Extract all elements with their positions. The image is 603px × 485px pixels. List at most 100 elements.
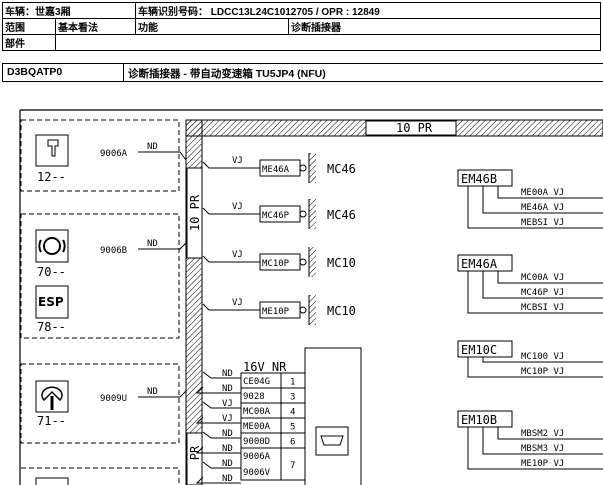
wire (195, 476, 241, 484)
splice-box (457, 410, 513, 428)
wire (202, 207, 260, 215)
wire-id: 9006A (100, 149, 128, 159)
splice-wire-label: MEBSI VJ (521, 218, 564, 228)
component-label: 71-- (37, 414, 66, 428)
svg-text:ESP: ESP (38, 295, 64, 309)
wire-color: VJ (232, 202, 243, 212)
wire-color: VJ (232, 156, 243, 166)
connector-label: ME10P (262, 307, 290, 317)
splice-box (457, 340, 513, 358)
component-label: 78-- (37, 320, 66, 334)
diagnostic-connector-body (304, 347, 362, 485)
connector-pin-icon (299, 210, 307, 218)
part-label: 部件 (2, 34, 56, 51)
pin-number: 6 (290, 438, 295, 448)
wire-color: ND (147, 142, 158, 152)
wire (195, 386, 241, 394)
component-label: 70-- (37, 265, 66, 279)
ground-label: MC10 (327, 256, 356, 270)
splice-wire (467, 271, 603, 314)
harness-label-side: 10 PR (188, 194, 202, 231)
pin-number: 1 (290, 378, 295, 388)
ground-icon (309, 199, 316, 229)
wire-id: 9006B (100, 246, 127, 256)
pin-number: 7 (290, 461, 295, 471)
wire-color: ND (147, 239, 158, 249)
splice-wire (467, 186, 603, 229)
diagram-code: D3BQATP0 (3, 64, 124, 81)
splice-wire-label: ME46A VJ (521, 203, 564, 213)
splice-box (457, 254, 513, 272)
pin-wire: ME00A (243, 422, 271, 432)
pin-number: 4 (290, 408, 295, 418)
splice-wire-label: MBSM3 VJ (521, 444, 564, 454)
splice-name: EM10C (461, 343, 497, 357)
splice-wire (497, 271, 603, 284)
wire (202, 161, 260, 169)
pin-wire: MC00A (243, 407, 271, 417)
connector-title: 16V NR (243, 360, 287, 374)
wire (195, 446, 241, 454)
wire-color: VJ (222, 399, 233, 409)
wire-color: ND (222, 369, 233, 379)
connector-label: MC10P (262, 259, 290, 269)
wire (202, 371, 241, 379)
splice-wire-label: MCBSI VJ (521, 303, 564, 313)
splice-wire-label: MC46P VJ (521, 288, 564, 298)
connector-label: MC46P (262, 211, 290, 221)
wire-color: ND (222, 429, 233, 439)
wire-color: ND (222, 474, 233, 484)
obd-port-icon (315, 426, 349, 456)
header-table: 车辆：世嘉3厢车辆识别号码： LDCC13L24C1012705 / OPR :… (2, 2, 601, 51)
splice-wire-label: ME00A VJ (521, 188, 564, 198)
splice-wire (497, 186, 603, 199)
wire-color: VJ (232, 298, 243, 308)
injector-icon (35, 134, 69, 167)
splice-wire (467, 427, 603, 470)
wire (202, 461, 241, 469)
wire-color: VJ (222, 414, 233, 424)
ground-label: MC46 (327, 208, 356, 222)
pin-number-cell (280, 447, 306, 481)
connector-label: ME46A (262, 165, 290, 175)
component-label: 12-- (37, 170, 66, 184)
pin-wire: CE04G (243, 377, 270, 387)
splice-name: EM10B (461, 413, 497, 427)
pin-wire: 9006A (243, 452, 271, 462)
pin-wire: 9028 (243, 392, 265, 402)
pin-number: 5 (290, 423, 295, 433)
gauge-icon (35, 380, 69, 413)
abs-icon (35, 229, 69, 263)
esp-icon: ESP (35, 285, 69, 319)
splice-wire (482, 427, 603, 455)
wire (202, 431, 241, 439)
splice-name: EM46A (461, 257, 498, 271)
harness-label-side2: PR (188, 445, 202, 460)
ground-icon (309, 247, 316, 277)
pin-number: 3 (290, 393, 295, 403)
splice-wire (467, 357, 603, 378)
splice-wire (482, 357, 603, 363)
ground-icon (309, 153, 316, 183)
wire (202, 401, 241, 409)
splice-box (457, 169, 513, 187)
connector-pin-icon (299, 258, 307, 266)
wire-color: ND (222, 459, 233, 469)
pin-wire: 9000D (243, 437, 270, 447)
splice-wire (497, 427, 603, 440)
wire-id: 9009U (100, 394, 127, 404)
splice-wire-label: MC10P VJ (521, 367, 564, 377)
wire (202, 255, 260, 263)
splice-wire-label: MC00A VJ (521, 273, 564, 283)
wire (202, 303, 260, 311)
splice-wire-label: MBSM2 VJ (521, 429, 564, 439)
diagram-title: 诊断插接器 - 带自动变速箱 TU5JP4 (NFU) (128, 68, 326, 80)
pin-wire: 9006V (243, 468, 271, 478)
splice-wire (482, 186, 603, 214)
wire-color: ND (222, 384, 233, 394)
wire-color: ND (222, 444, 233, 454)
connector-pin-icon (299, 164, 307, 172)
splice-wire-label: MC100 VJ (521, 352, 564, 362)
wire-color: VJ (232, 250, 243, 260)
